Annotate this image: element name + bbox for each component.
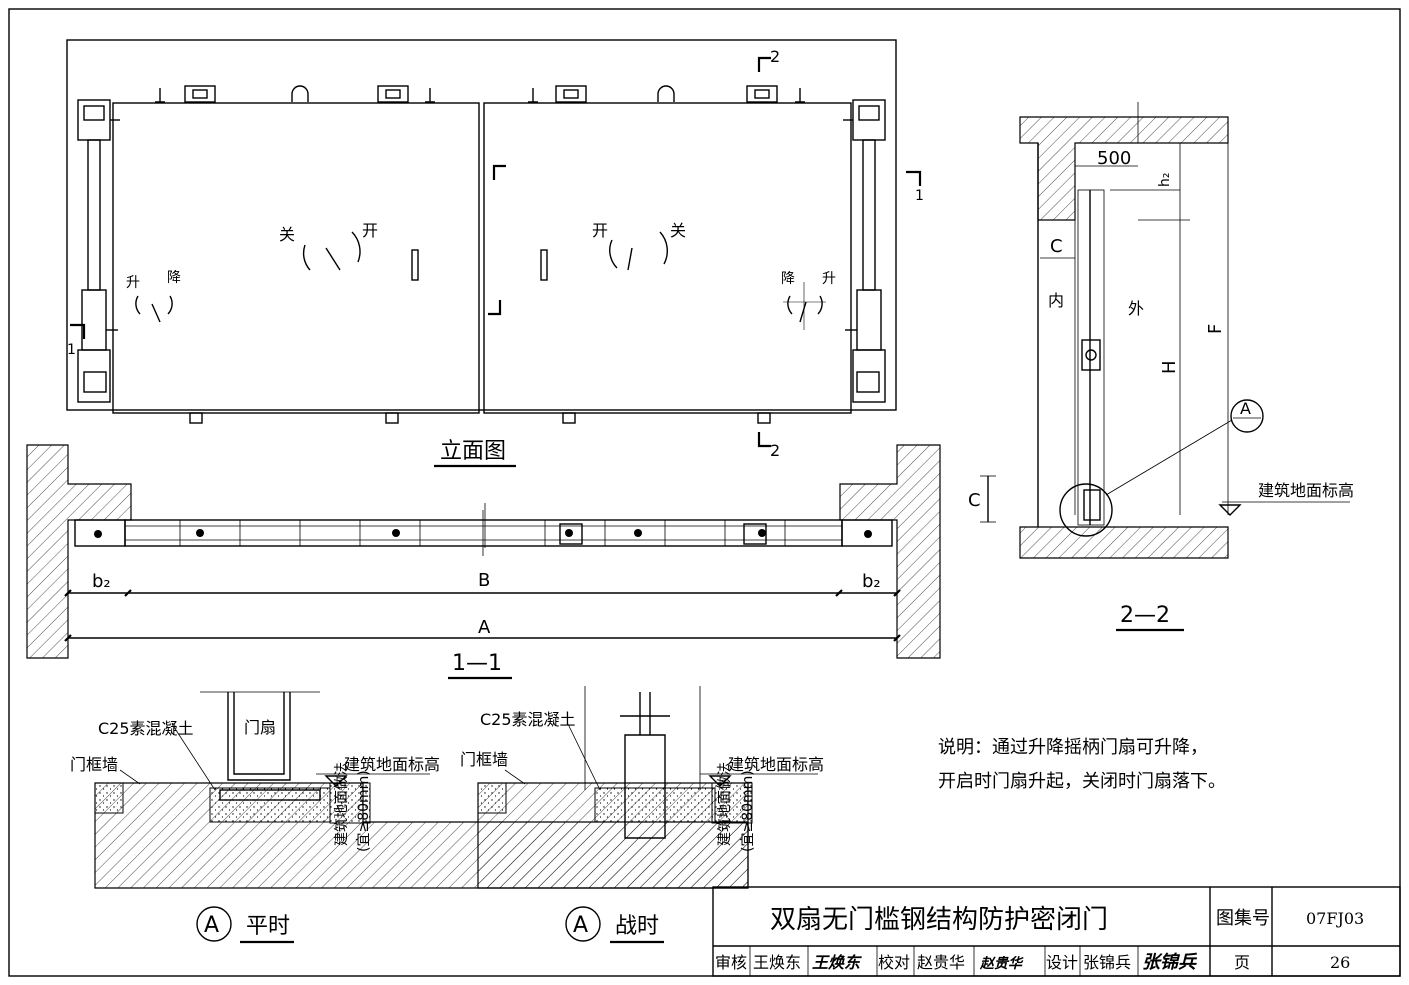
- dim-B: B: [478, 570, 490, 591]
- sheet-border: [8, 8, 1401, 977]
- left-rotate-open-label: 开: [362, 221, 378, 240]
- section-mark-2-bottom: 2: [770, 441, 780, 460]
- right-lift-down-label: 降: [781, 271, 795, 287]
- detail-war-marker: A: [573, 913, 588, 938]
- detail-war-floor-finish: 建筑地面做法: [717, 762, 733, 846]
- design-label: 设计: [1046, 953, 1078, 972]
- elevation-title: 立面图: [440, 439, 506, 464]
- review-label: 审核: [715, 953, 747, 972]
- dim-C-side: C: [1050, 236, 1063, 257]
- check-signature: 赵贵华: [979, 955, 1024, 972]
- detail-normal-marker: A: [204, 913, 219, 938]
- drawing-title: 双扇无门槛钢结构防护密闭门: [770, 905, 1108, 935]
- detail-war: C25素混凝土 门框墙 建筑地面标高 建筑地面做法 (宜≥80mm) A 战时: [460, 686, 824, 944]
- left-lift-down-label: 降: [167, 270, 181, 286]
- design-signature: 张锦兵: [1142, 952, 1198, 973]
- elevation-view: 关 开 升 降 开 关 降 升 2 2 1 1 立面图: [66, 39, 924, 468]
- right-rotate-close-label: 关: [670, 221, 686, 240]
- dim-h2: h₂: [1157, 173, 1173, 188]
- detail-marker-side: A: [1240, 399, 1251, 418]
- note-line-1: 说明：通过升降摇柄门扇可升降，: [938, 737, 1208, 758]
- left-lift-up-label: 升: [126, 275, 140, 291]
- label-inside: 内: [1048, 291, 1064, 310]
- dim-A: A: [478, 617, 491, 638]
- right-rotate-open-label: 开: [592, 221, 608, 240]
- dim-C-plan: C: [968, 490, 981, 511]
- detail-war-floor-thickness: (宜≥80mm): [740, 770, 756, 852]
- detail-normal-leaf: 门扇: [244, 718, 276, 737]
- detail-normal-floor-finish: 建筑地面做法: [334, 762, 350, 846]
- title-block: 双扇无门槛钢结构防护密闭门 图集号 07FJ03 审核 王焕东 王焕东 校对 赵…: [712, 886, 1401, 977]
- design-name: 张锦兵: [1083, 953, 1131, 972]
- left-rotate-close-label: 关: [279, 225, 295, 244]
- dim-F: F: [1205, 324, 1226, 334]
- detail-normal-frame-wall: 门框墙: [70, 755, 118, 774]
- detail-war-floor-level: 建筑地面标高: [728, 755, 824, 774]
- atlas-number: 07FJ03: [1306, 909, 1364, 928]
- label-outside: 外: [1128, 299, 1144, 318]
- page-label: 页: [1234, 953, 1250, 972]
- detail-war-frame-wall: 门框墙: [460, 750, 508, 769]
- detail-normal-concrete: C25素混凝土: [98, 719, 194, 738]
- side-section-title: 2—2: [1120, 603, 1170, 628]
- label-floor-level-side: 建筑地面标高: [1258, 481, 1354, 500]
- plan-section-1-1: b₂ B b₂ A C 1—1: [26, 444, 996, 680]
- right-lift-up-label: 升: [822, 271, 836, 287]
- dim-500: 500: [1097, 148, 1131, 169]
- review-name: 王焕东: [753, 953, 801, 972]
- detail-war-title: 战时: [615, 914, 659, 939]
- plan-section-title: 1—1: [452, 651, 502, 676]
- atlas-label: 图集号: [1216, 908, 1270, 929]
- review-signature: 王焕东: [812, 953, 862, 972]
- detail-war-concrete: C25素混凝土: [480, 710, 576, 729]
- check-name: 赵贵华: [917, 953, 965, 972]
- detail-normal-floor-thickness: (宜≥80mm): [356, 770, 372, 852]
- dim-H: H: [1159, 360, 1180, 374]
- check-label: 校对: [878, 953, 910, 972]
- dim-b2-right: b₂: [862, 571, 881, 592]
- detail-normal-floor-level: 建筑地面标高: [344, 755, 440, 774]
- section-mark-1-left: 1: [67, 342, 76, 358]
- side-section-2-2: 500 h₂ C H F 内 外 A 建筑地面标高 2—2: [1019, 102, 1354, 632]
- page-number: 26: [1330, 953, 1350, 972]
- note-line-2: 开启时门扇升起，关闭时门扇落下。: [938, 771, 1226, 792]
- dim-b2-left: b₂: [92, 571, 111, 592]
- section-mark-1-right: 1: [915, 188, 924, 204]
- section-mark-2-top: 2: [770, 47, 780, 66]
- detail-normal-title: 平时: [246, 914, 290, 939]
